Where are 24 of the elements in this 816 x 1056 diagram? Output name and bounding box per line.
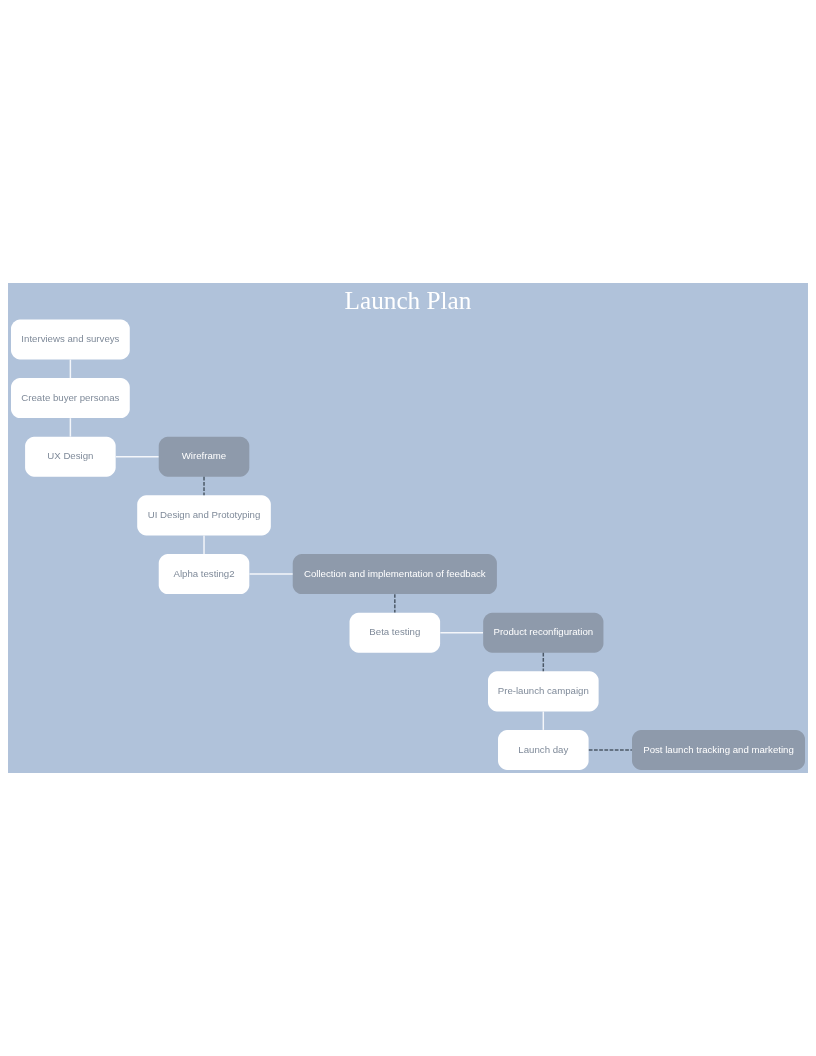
- node-box: UI Design and Prototyping: [137, 495, 271, 536]
- node-box: UX Design: [25, 436, 116, 477]
- connector: [248, 573, 294, 575]
- node-box: Post launch tracking and marketing: [632, 729, 805, 771]
- node-box: Alpha testing2: [158, 554, 250, 595]
- connector: [203, 476, 205, 497]
- connector: [115, 456, 160, 458]
- node-box: Pre-launch campaign: [488, 671, 599, 712]
- node-box: Beta testing: [349, 612, 441, 653]
- connector: [203, 534, 205, 555]
- connector: [69, 358, 72, 379]
- node-box: Wireframe: [158, 436, 250, 477]
- connector: [542, 652, 545, 672]
- connector: [394, 593, 396, 614]
- node-box: Launch day: [498, 729, 589, 771]
- connector: [542, 710, 545, 731]
- connector: [439, 631, 484, 634]
- diagram-title: Launch Plan: [344, 287, 472, 315]
- node-box: Interviews and surveys: [11, 319, 130, 360]
- connector: [69, 417, 72, 438]
- node-box: Product reconfiguration: [483, 612, 604, 653]
- node-box: Collection and implementation of feedback: [292, 554, 497, 595]
- connector: [588, 749, 633, 751]
- node-box: Create buyer personas: [11, 378, 130, 419]
